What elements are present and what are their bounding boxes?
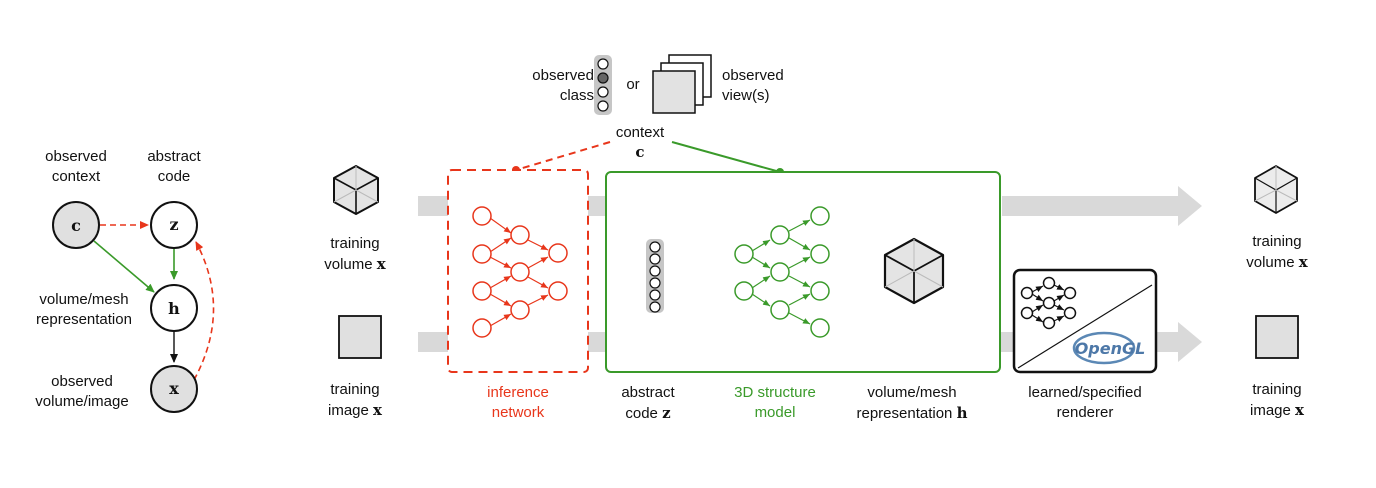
image-flow-in (418, 332, 448, 352)
abstract-code-vector-icon (646, 239, 664, 313)
graphical-model: c z h x (52, 201, 215, 413)
label-volume-mesh: volume/mesh representation (36, 291, 132, 328)
label-representation: volume/mesh representation h (856, 384, 968, 422)
label-context: context c (615, 124, 665, 161)
representation-cube-icon (883, 237, 945, 305)
node-x (150, 365, 198, 413)
label-training-image-input: training image x (328, 381, 382, 419)
image-flow-mid (588, 332, 606, 352)
label-training-volume-output: training volume x (1246, 233, 1308, 271)
node-c (52, 201, 100, 249)
observed-views-icon (652, 54, 712, 114)
volume-flow-arrow (1002, 186, 1202, 226)
label-renderer: learned/specified renderer (1028, 384, 1142, 421)
label-observed-class: observed class (532, 67, 594, 104)
training-volume-cube-icon (333, 165, 379, 215)
node-h-label: h (168, 299, 180, 318)
opengl-logo-text: OpenGL (1075, 339, 1146, 358)
output-image-square-icon (1255, 315, 1299, 359)
context-to-inference-connector (515, 141, 611, 171)
label-or: or (626, 76, 640, 93)
output-volume-cube-icon (1254, 165, 1298, 214)
context-to-model-connector (671, 141, 781, 173)
structure-model-graph (734, 206, 830, 338)
label-training-volume-input: training volume x (324, 235, 386, 273)
label-observed-views: observed view(s) (722, 67, 784, 104)
renderer-divider (1017, 284, 1153, 369)
structure-model-box (605, 171, 1001, 373)
label-observed-volume-image: observed volume/image (35, 373, 129, 410)
edge-x-z (193, 241, 215, 381)
label-3d-structure-model: 3D structure model (734, 384, 816, 421)
label-inference-network: inference network (487, 384, 549, 421)
flow-arrows (418, 186, 1202, 362)
label-observed-context: observed context (45, 148, 107, 185)
label-abstract-code: abstract code (147, 148, 201, 185)
training-image-square-icon (338, 315, 382, 359)
node-x-label: x (169, 379, 179, 398)
opengl-logo: OpenGL (1072, 331, 1146, 365)
volume-flow-in (418, 196, 448, 216)
node-z (150, 201, 198, 249)
image-flow-arrow (1156, 322, 1202, 362)
edge-c-h (93, 240, 155, 293)
label-training-image-output: training image x (1250, 381, 1304, 419)
node-c-label: c (71, 216, 81, 235)
node-z-label: z (169, 215, 178, 234)
observed-class-icon (594, 55, 612, 115)
node-h (150, 284, 198, 332)
volume-flow-mid (588, 196, 606, 216)
renderer-network-icon (1020, 276, 1077, 330)
label-abstract-code-pipeline: abstract code z (621, 384, 675, 422)
image-flow-to-renderer (1000, 332, 1016, 352)
inference-network-graph (472, 206, 568, 338)
